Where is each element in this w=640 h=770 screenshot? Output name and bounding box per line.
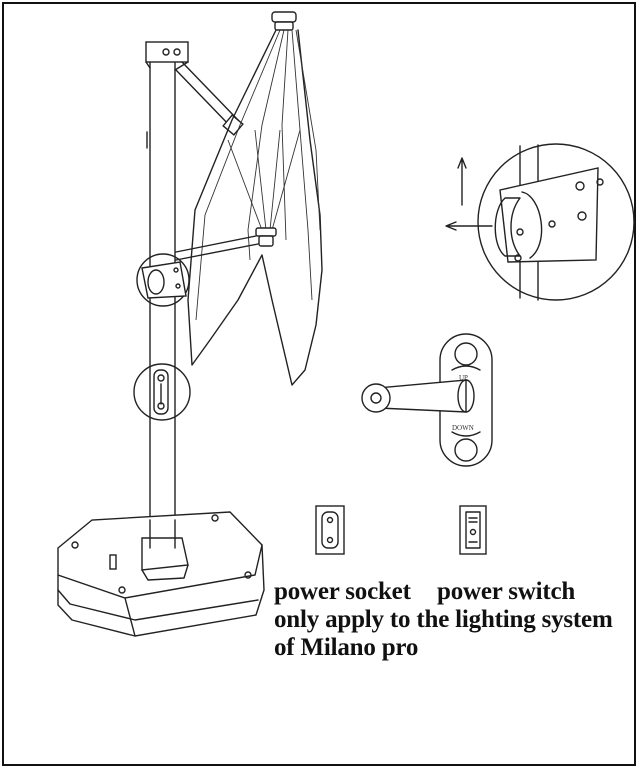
power-switch-label: power switch [437,578,576,605]
rotation-detail [445,143,635,301]
crank-up-text: UP [459,374,468,382]
umbrella-pole [145,41,189,521]
support-arm [175,61,244,136]
rotation-plate-callout [136,253,190,307]
note-line-1: only apply to the lighting system [274,606,613,633]
power-socket-label: power socket [274,578,411,605]
note-line-2: of Milano pro [274,634,419,661]
arrow-icon [457,157,467,206]
umbrella-base [57,511,265,637]
switch-icon [459,505,487,555]
crank-down-text: DOWN [452,424,474,432]
crank-handle-detail: UP DOWN [361,333,493,467]
umbrella-canopy [175,11,323,386]
crank-callout [133,363,191,421]
socket-icon [315,505,345,555]
